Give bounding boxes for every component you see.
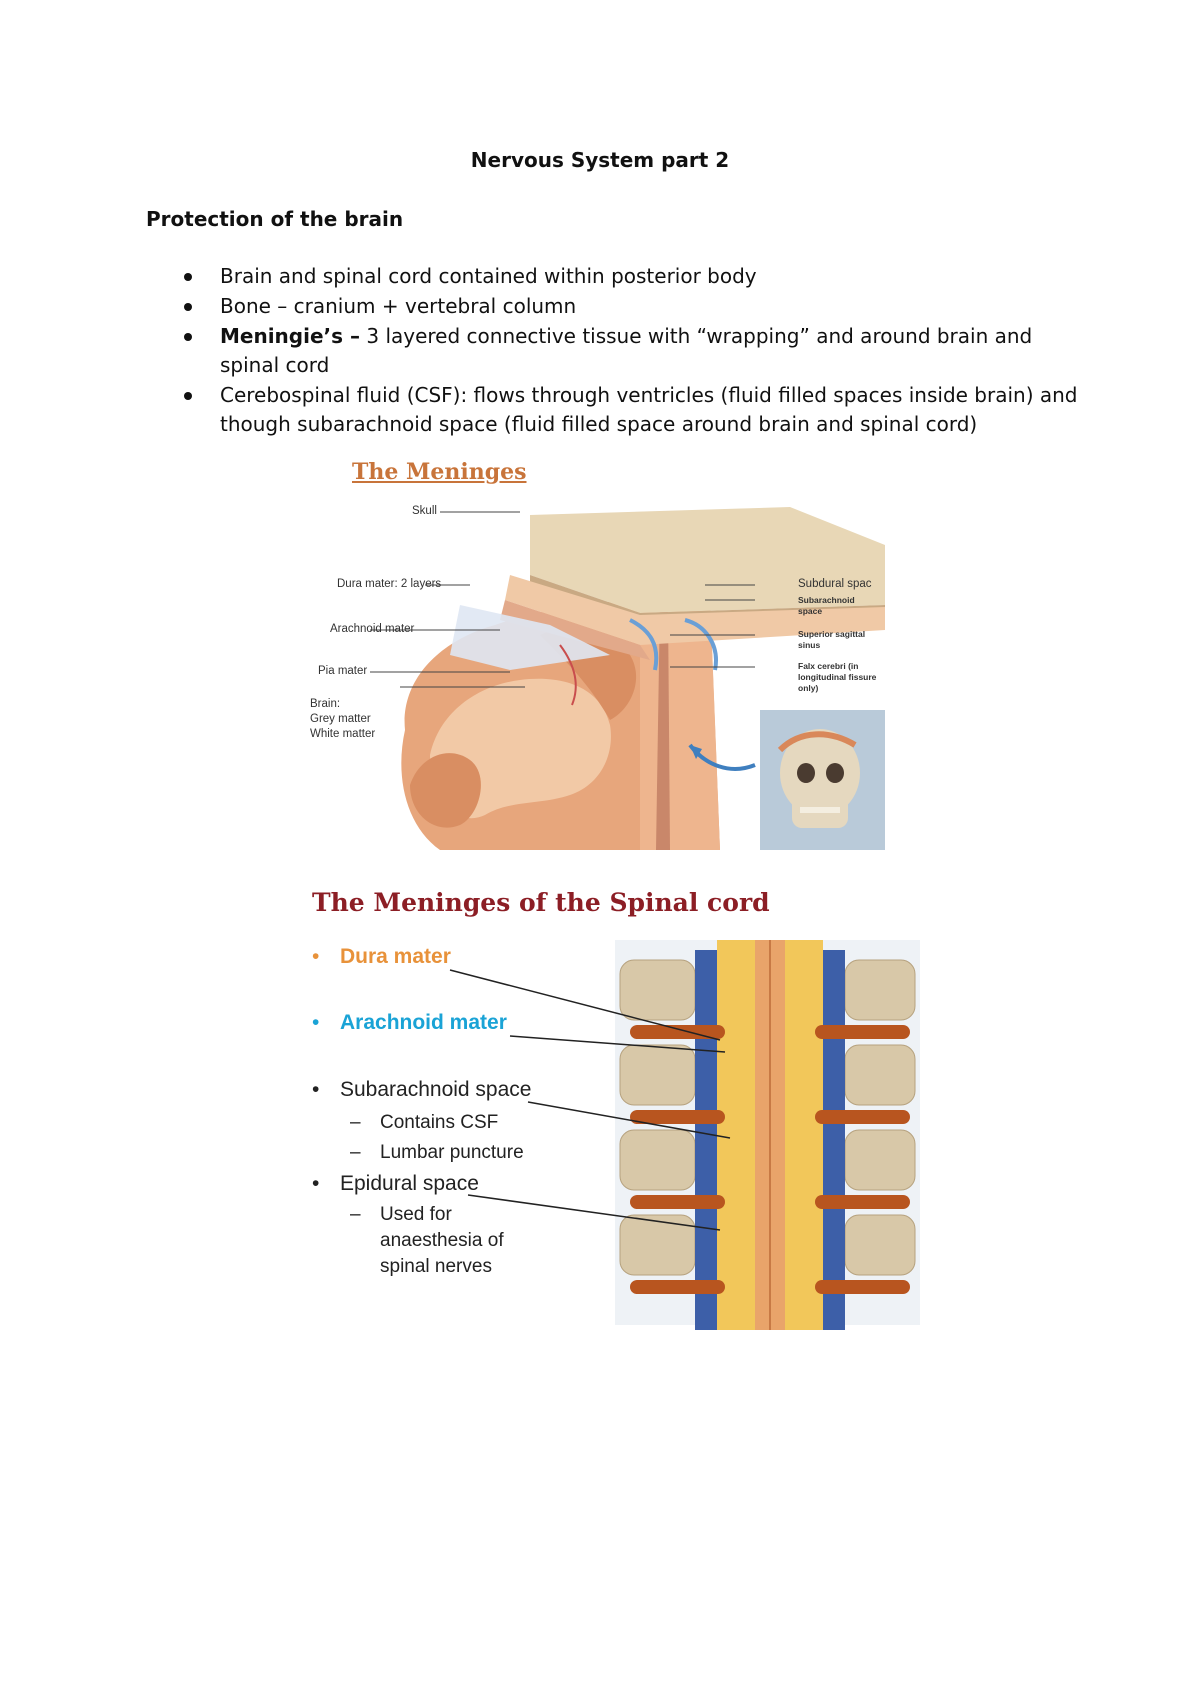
bullet-dot: •: [312, 1011, 320, 1034]
dash: –: [350, 1204, 361, 1225]
label-arachnoid-mater: Arachnoid mater: [340, 1011, 507, 1034]
list-item: Brain and spinal cord contained within p…: [180, 262, 1080, 291]
label-epidural-space: Epidural space: [340, 1172, 479, 1195]
label-arachnoid: Arachnoid mater: [330, 623, 415, 635]
meninges-spinal-figure: The Meninges of the Spinal cord: [300, 880, 920, 1340]
figure-title: The Meninges of the Spinal cord: [312, 888, 770, 917]
label-subarachnoid-space: Subarachnoid space: [340, 1078, 532, 1101]
label-used-for: Used for anaesthesia of spinal nerves: [380, 1204, 504, 1277]
label-subdural: Subdural spac: [798, 578, 872, 590]
label-grey: Grey matter: [310, 713, 371, 725]
bullet-dot: •: [312, 1172, 320, 1195]
label-falx: Falx cerebri (in longitudinal fissure on…: [798, 661, 877, 693]
meninges-brain-figure: The Meninges: [310, 455, 885, 850]
list-item: Bone – cranium + vertebral column: [180, 292, 1080, 321]
bullet-list: Brain and spinal cord contained within p…: [180, 262, 1080, 440]
spinal-illustration: [449, 940, 920, 1330]
label-white: White matter: [310, 728, 376, 740]
label-dura: Dura mater: 2 layers: [337, 578, 442, 590]
list-item: Meningie’s – 3 layered connective tissue…: [180, 322, 1080, 380]
page-title: Nervous System part 2: [470, 148, 730, 172]
figure-title: The Meninges: [352, 459, 527, 485]
list-item: Cerebospinal fluid (CSF): flows through …: [180, 381, 1080, 439]
label-skull: Skull: [412, 505, 437, 517]
label-pia: Pia mater: [318, 665, 368, 677]
bullet-dot: •: [312, 945, 320, 968]
label-brain: Brain:: [310, 698, 341, 710]
label-sagittal: Superior sagittal sinus: [798, 629, 866, 650]
dash: –: [350, 1112, 361, 1133]
meninges-illustration: [370, 507, 885, 850]
bullet-dot: •: [312, 1078, 320, 1101]
label-contains-csf: Contains CSF: [380, 1112, 499, 1133]
label-subarachnoid: Subarachnoid space: [798, 595, 855, 616]
label-dura-mater: Dura mater: [340, 945, 451, 968]
section-heading: Protection of the brain: [146, 207, 404, 231]
label-lumbar-puncture: Lumbar puncture: [380, 1142, 524, 1163]
dash: –: [350, 1142, 361, 1163]
